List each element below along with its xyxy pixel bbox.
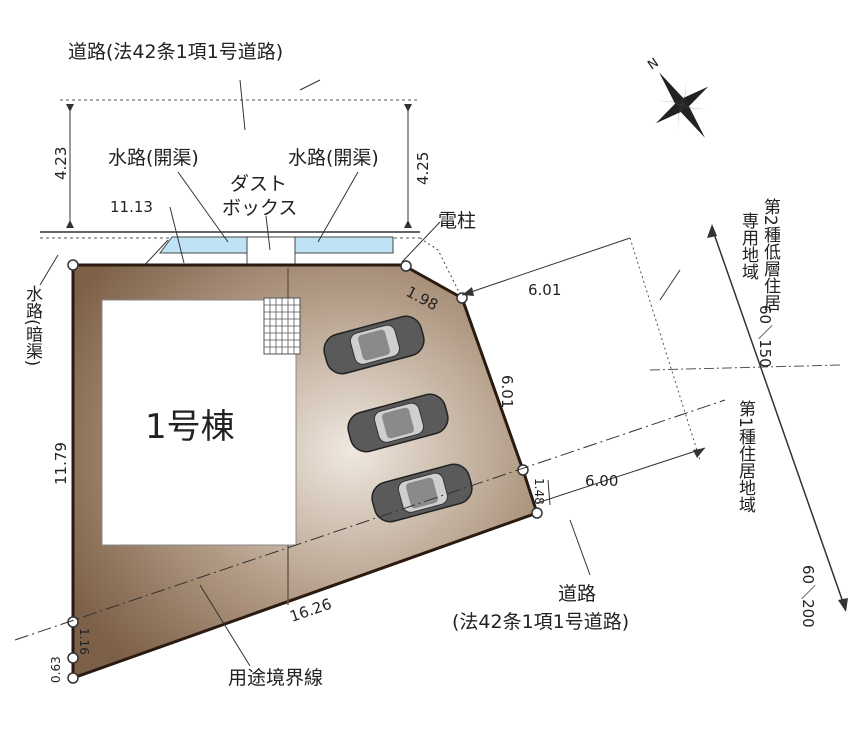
dust-box-label-2: ボックス (222, 197, 297, 219)
dim-west-bottom: 0.63 (49, 656, 63, 683)
culvert-label: 水路(暗渠) (22, 285, 43, 366)
dim-setback-bottom: 6.00 (585, 472, 618, 490)
dim-setback-top: 6.01 (528, 281, 561, 299)
compass-icon: N (645, 56, 709, 138)
zoning-boundary-label: 用途境界線 (228, 667, 323, 689)
tile-pavers-icon (263, 297, 301, 355)
dim-west-lower: 1.16 (77, 628, 91, 655)
road-top-label: 道路(法42条1項1号道路) (68, 41, 283, 63)
canal-right-label: 水路(開渠) (288, 147, 379, 169)
zone-lower-line1: 第1種住居地域 (735, 400, 756, 513)
lot: 1号棟 1.98 6.01 1.48 11.79 16.26 1.16 0.63 (49, 259, 546, 684)
zone-upper-ratio: 60／150 (756, 305, 774, 368)
building-label: 1号棟 (145, 407, 235, 447)
zone-upper-line1: 第2種低層住居 (760, 198, 781, 311)
compass-north-label: N (645, 56, 662, 74)
dust-box-label-1: ダスト (230, 173, 287, 195)
road-bottom-label-2: (法42条1項1号道路) (452, 611, 629, 633)
right-setbacks: 6.01 6.00 道路 (法42条1項1号道路) (452, 237, 706, 633)
zoning-boundary-line (14, 399, 726, 641)
dim-road-width-left: 4.23 (52, 147, 70, 180)
utility-pole-label: 電柱 (438, 210, 476, 232)
canals: 水路(開渠) 水路(開渠) ダスト ボックス 11.13 電柱 (108, 147, 476, 299)
dim-east-side: 6.01 (498, 375, 516, 408)
dim-top-frontage: 11.13 (110, 198, 153, 216)
zone-lower-ratio: 60／200 (799, 565, 817, 628)
dim-road-width-right: 4.25 (414, 152, 432, 185)
zone-upper: 第2種低層住居 専用地域 60／150 (738, 198, 781, 368)
dim-west-side: 11.79 (52, 442, 70, 485)
zone-arrow (707, 224, 848, 612)
zone-upper-line2: 専用地域 (738, 212, 759, 280)
top-road: 道路(法42条1項1号道路) 4.23 4.25 (40, 41, 432, 239)
road-bottom-label-1: 道路 (558, 583, 596, 605)
canal-left-label: 水路(開渠) (108, 147, 199, 169)
dim-east-short: 1.48 (532, 478, 546, 505)
zone-lower: 第1種住居地域 60／200 (735, 400, 817, 628)
